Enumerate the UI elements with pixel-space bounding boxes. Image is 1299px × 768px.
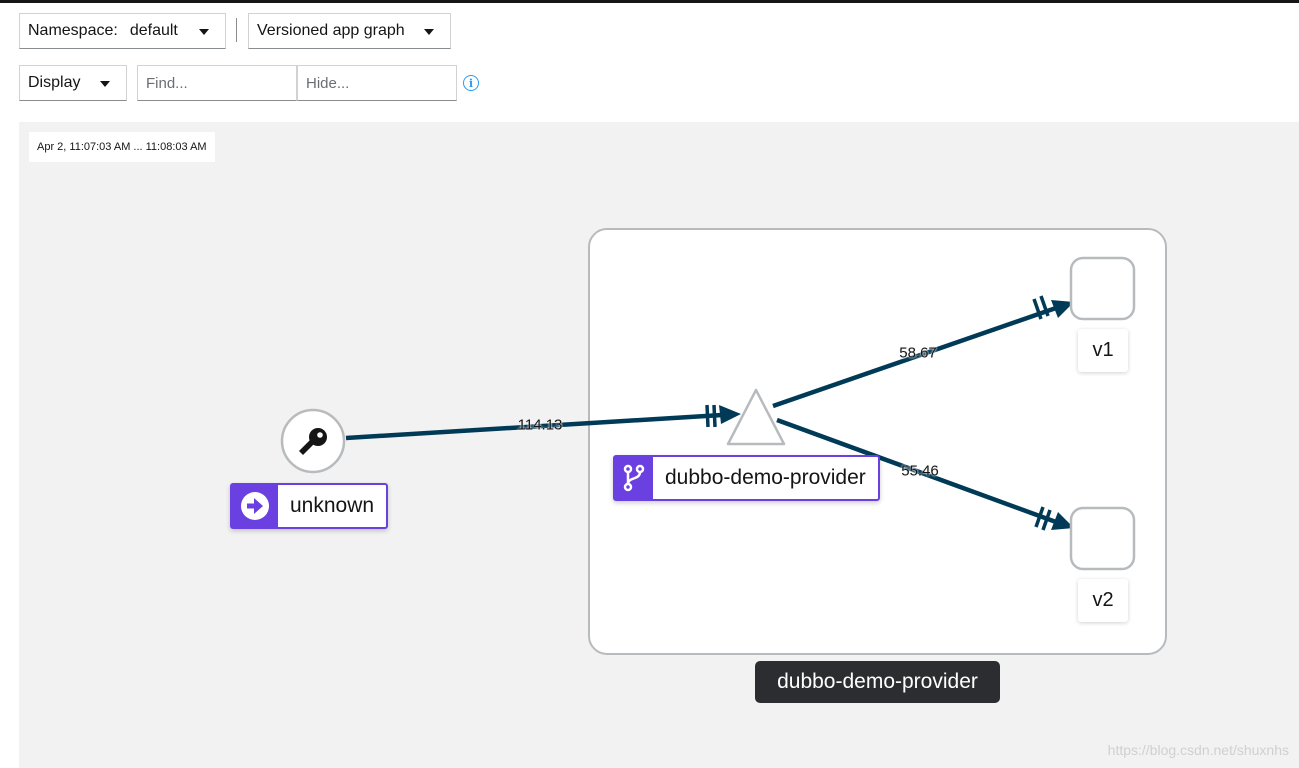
v1-node[interactable] (1069, 256, 1136, 321)
edge-label-unknown-to-app: 114.13 (517, 416, 563, 434)
hide-input[interactable] (297, 65, 457, 101)
mtls-markers (705, 295, 1052, 531)
arrowhead (719, 405, 741, 424)
edge-label-app-to-v1: 58.67 (899, 344, 937, 362)
caret-down-icon (199, 29, 209, 35)
unknown-label-text: unknown (290, 494, 375, 517)
mtls-bar (712, 404, 717, 428)
arrow-right-circle-icon (241, 492, 269, 520)
app-node-label[interactable]: dubbo-demo-provider (613, 455, 880, 501)
info-icon[interactable]: i (463, 75, 479, 91)
graph-type-dropdown[interactable]: Versioned app graph (248, 13, 451, 49)
v2-node[interactable] (1069, 506, 1136, 571)
badge (615, 457, 653, 499)
app-box[interactable] (588, 228, 1167, 655)
unknown-node-label[interactable]: unknown (230, 483, 389, 529)
arrowhead (1051, 512, 1074, 530)
key-icon (299, 428, 327, 455)
namespace-label: Namespace: (28, 22, 118, 39)
mtls-bar (1034, 506, 1045, 528)
edge-app-to-v1[interactable] (772, 305, 1057, 409)
graph-type-value: Versioned app graph (257, 22, 405, 39)
edge-app-to-v2[interactable] (776, 417, 1057, 525)
arrowhead (1051, 300, 1074, 318)
code-branch-icon (623, 464, 645, 492)
badge (232, 485, 278, 527)
edge-unknown-to-app[interactable] (345, 412, 723, 441)
app-node[interactable] (726, 388, 786, 446)
app-label-text: dubbo-demo-provider (665, 466, 866, 489)
find-input[interactable] (137, 65, 297, 101)
mtls-bar (1039, 295, 1050, 317)
app-box-label[interactable]: dubbo-demo-provider (755, 661, 1000, 703)
edge-label-app-to-v2: 55.46 (901, 462, 939, 480)
mtls-bar (1032, 298, 1043, 320)
v2-label[interactable]: v2 (1078, 579, 1128, 622)
toolbar-separator (236, 18, 237, 42)
display-dropdown[interactable]: Display (19, 65, 127, 101)
time-range-label: Apr 2, 11:07:03 AM ... 11:08:03 AM (29, 132, 215, 162)
namespace-dropdown[interactable]: Namespace: default (19, 13, 226, 49)
mtls-bar (1041, 509, 1052, 531)
caret-down-icon (424, 29, 434, 35)
mtls-bar (705, 404, 710, 428)
caret-down-icon (100, 81, 110, 87)
namespace-value: default (129, 22, 178, 39)
edges (345, 305, 1057, 525)
top-border (0, 0, 1299, 3)
watermark: https://blog.csdn.net/shuxnhs (1107, 742, 1289, 758)
v1-label[interactable]: v1 (1078, 329, 1128, 372)
display-label: Display (28, 74, 81, 91)
